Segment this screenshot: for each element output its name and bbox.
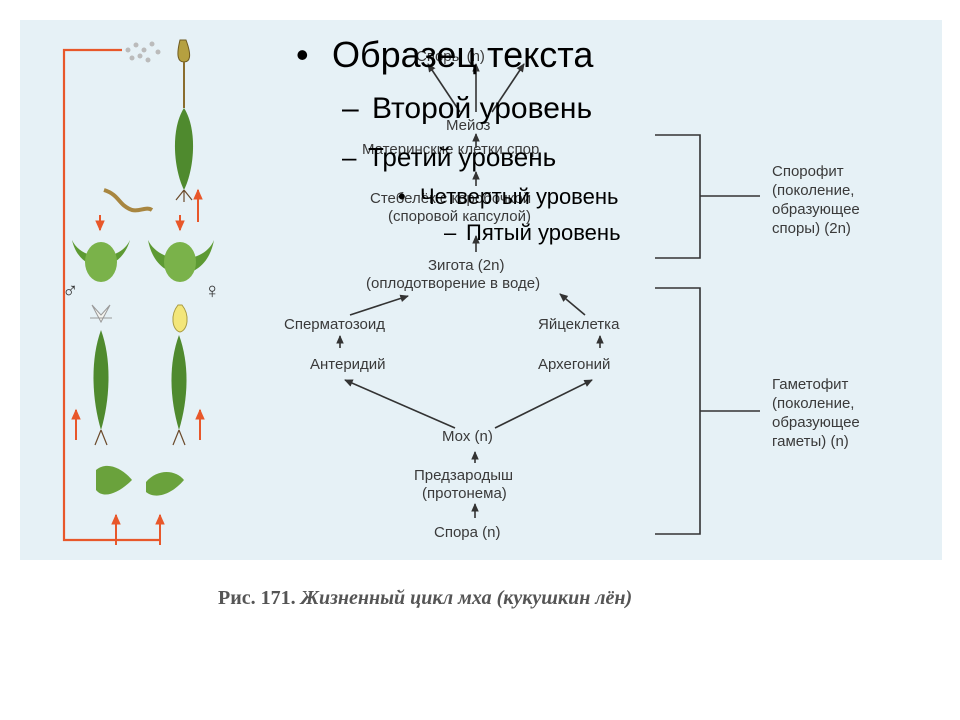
caption-number: Рис. 171.: [218, 587, 296, 609]
placeholder-level-1-text: Образец текста: [332, 34, 594, 75]
placeholder-level-5: –Пятый уровень: [444, 220, 621, 246]
sporophyte-bracket: [655, 134, 760, 259]
gametophyte-label: Гаметофит (поколение, образующее гаметы)…: [772, 376, 860, 450]
sporophyte-label: Спорофит (поколение, образующее споры) (…: [772, 163, 860, 237]
placeholder-level-3-text: Третий уровень: [368, 142, 557, 172]
male-symbol: ♂: [62, 278, 79, 303]
sperm-label: Сперматозоид: [284, 316, 386, 333]
placeholder-level-4-text: Четвертый уровень: [420, 184, 619, 209]
bullet-3: –: [342, 142, 357, 172]
placeholder-level-3: –Третий уровень: [342, 142, 556, 173]
placeholder-level-2-text: Второй уровень: [372, 92, 593, 125]
antheridium-label: Антеридий: [310, 356, 386, 373]
cycle-loop-arrow: [62, 48, 160, 542]
figure-caption: Рис. 171. Жизненный цикл мха (кукушкин л…: [218, 587, 632, 610]
zygote-label-2: (оплодотворение в воде): [366, 275, 541, 292]
placeholder-level-2: –Второй уровень: [342, 92, 592, 126]
zygote-label: Зигота (2n): [428, 257, 505, 274]
protonema-label: Предзародыш: [414, 467, 514, 484]
mother-cells-label: Материнские клетки спор: [362, 141, 540, 158]
female-symbol: ♀: [204, 278, 221, 303]
protonema-label-2: (протонема): [422, 485, 507, 502]
bullet-1: •: [296, 34, 309, 75]
caption-text: Жизненный цикл мха (кукушкин лён): [300, 587, 633, 609]
stalk-capsule-label-2: (споровой капсулой): [388, 208, 531, 225]
gametophyte-bracket: [655, 287, 760, 535]
diagram-panel: [20, 20, 942, 560]
orange-small-arrows: [95, 215, 185, 232]
flow-arrows: [336, 63, 604, 518]
female-plant: [146, 240, 214, 496]
bullet-5: –: [444, 220, 457, 245]
placeholder-level-4: • Четвертый уровень: [398, 184, 618, 210]
stalk-capsule-label: Стебелёк с коробочкой: [370, 190, 532, 207]
protonema-sketch: [103, 188, 154, 213]
spores-label: Споры (n): [416, 48, 485, 65]
egg-label: Яйцеклетка: [538, 316, 620, 333]
meiosis-label: Мейоз: [446, 117, 491, 134]
spore-label: Спора (n): [434, 524, 501, 541]
orange-up-arrows: [71, 188, 205, 545]
bullet-4: •: [398, 184, 406, 209]
placeholder-level-5-text: Пятый уровень: [466, 220, 621, 245]
sporophyte-plant: [174, 39, 194, 202]
moss-label: Мох (n): [442, 428, 493, 445]
spore-dots: [125, 41, 161, 63]
bullet-2: –: [342, 92, 359, 125]
archegonium-label: Архегоний: [538, 356, 611, 373]
male-plant: [72, 240, 132, 495]
placeholder-level-1: • Образец текста: [296, 34, 593, 76]
